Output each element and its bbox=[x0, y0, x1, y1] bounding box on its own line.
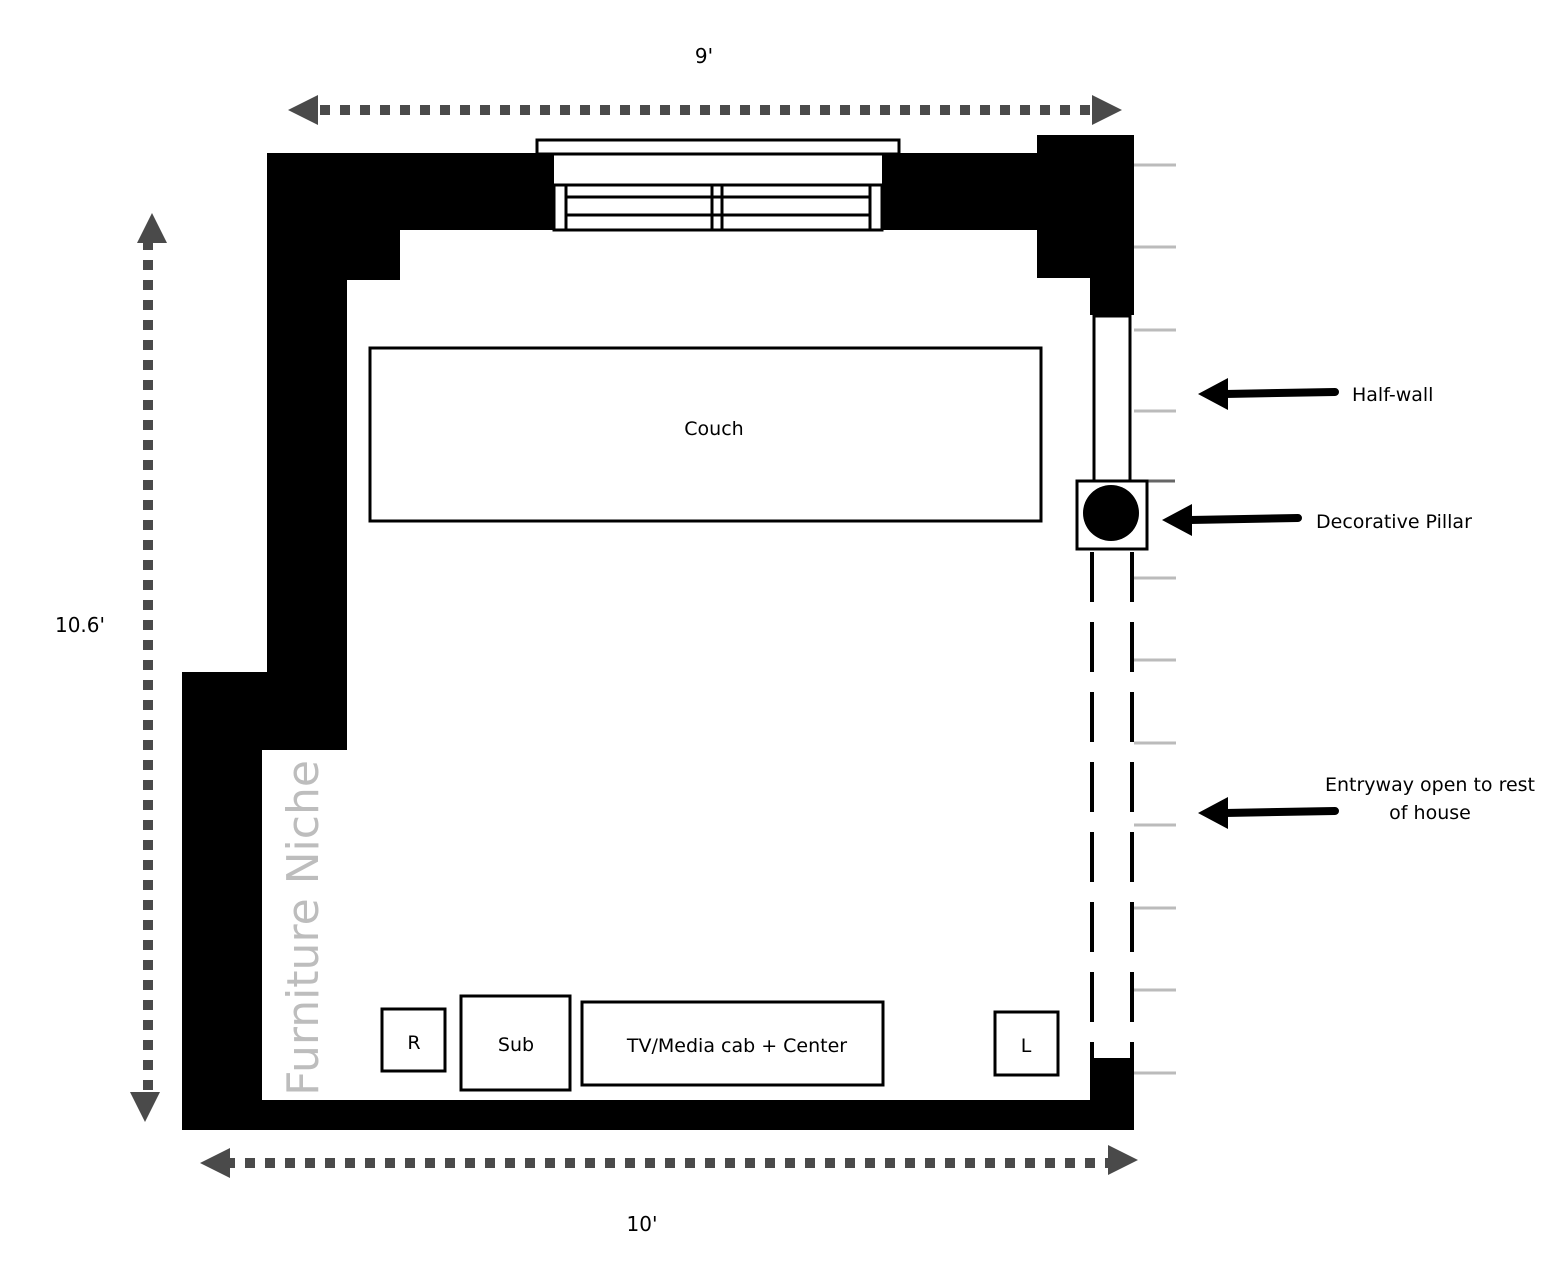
subwoofer-label: Sub bbox=[498, 1034, 534, 1056]
right-speaker-label: R bbox=[407, 1032, 420, 1054]
half-wall-arrow bbox=[1198, 378, 1339, 410]
half-wall-label: Half-wall bbox=[1352, 384, 1433, 406]
walls bbox=[182, 135, 1134, 1130]
entryway-arrow bbox=[1198, 797, 1339, 829]
entryway-label-line2: of house bbox=[1389, 802, 1471, 824]
couch: Couch bbox=[368, 346, 1043, 523]
bottom-dimension-arrow bbox=[200, 1145, 1138, 1178]
media-cabinet: TV/Media cab + Center bbox=[580, 1000, 885, 1087]
left-dimension-arrow bbox=[130, 213, 167, 1122]
top-dimension-arrow bbox=[288, 95, 1122, 125]
right-speaker: R bbox=[380, 1007, 447, 1073]
top-dimension-label: 9' bbox=[695, 44, 713, 68]
furniture-niche-label: Furniture Niche bbox=[278, 760, 329, 1096]
exterior-tick-marks bbox=[1134, 163, 1176, 1075]
decorative-pillar bbox=[1075, 479, 1149, 551]
pillar-arrow bbox=[1162, 504, 1302, 536]
subwoofer: Sub bbox=[459, 994, 572, 1092]
window bbox=[535, 138, 901, 232]
left-speaker-label: L bbox=[1021, 1035, 1032, 1057]
half-wall bbox=[1092, 314, 1132, 483]
media-cabinet-label: TV/Media cab + Center bbox=[626, 1035, 847, 1057]
couch-label: Couch bbox=[684, 418, 743, 440]
entryway-label-line1: Entryway open to rest bbox=[1325, 774, 1535, 796]
pillar-label: Decorative Pillar bbox=[1316, 511, 1472, 533]
left-speaker: L bbox=[993, 1010, 1060, 1077]
bottom-dimension-label: 10' bbox=[627, 1212, 658, 1236]
entryway-opening bbox=[1090, 552, 1134, 1058]
left-dimension-label: 10.6' bbox=[55, 613, 105, 637]
